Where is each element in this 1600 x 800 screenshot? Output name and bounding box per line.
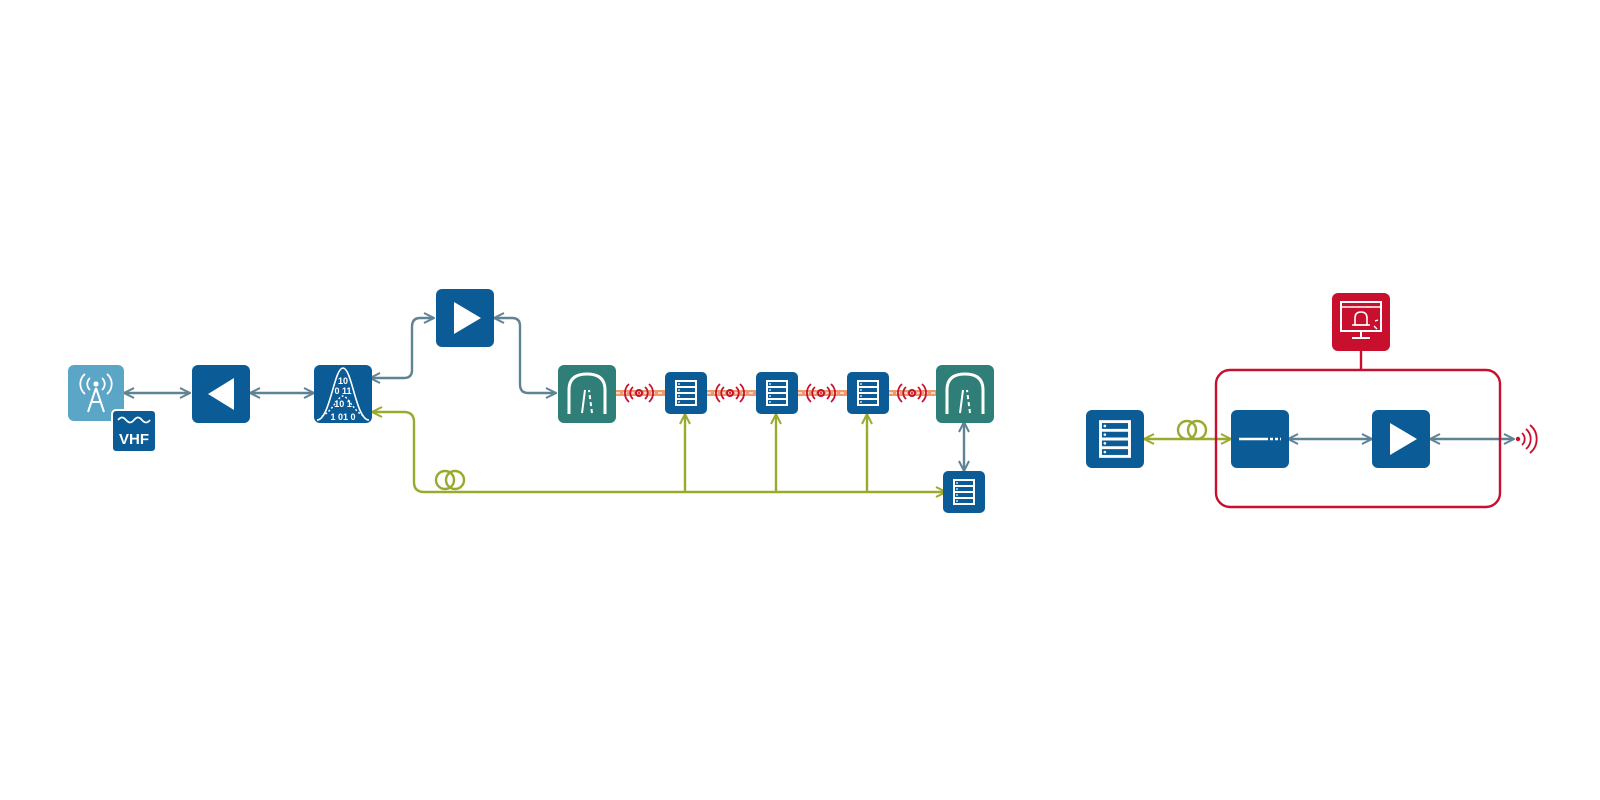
binary-digits-3: 10 1 bbox=[334, 399, 352, 409]
forward-amplifier[interactable] bbox=[436, 289, 494, 347]
link-forward-amp-to-tunnel bbox=[494, 318, 556, 393]
binary-digits-4: 1 01 0 bbox=[330, 412, 355, 422]
connection-lines-left bbox=[124, 318, 964, 471]
play-left-icon bbox=[208, 378, 234, 410]
binary-signal-icon: 10 0 11 10 1 1 01 0 bbox=[316, 367, 370, 422]
vhf-antenna-node[interactable]: VHF bbox=[68, 365, 157, 453]
tunnel-repeater-1[interactable] bbox=[665, 372, 707, 414]
monitored-enclosure bbox=[1214, 368, 1502, 509]
wireless-signal-icon[interactable] bbox=[1515, 424, 1538, 454]
binary-digits-2: 0 11 bbox=[334, 386, 351, 396]
tunnel-repeater-3[interactable] bbox=[847, 372, 889, 414]
tunnel-repeater-2[interactable] bbox=[756, 372, 798, 414]
fiber-lines-left bbox=[372, 412, 946, 492]
play-right-icon bbox=[1390, 423, 1417, 455]
tunnel-exit[interactable] bbox=[936, 365, 994, 423]
play-right-icon bbox=[454, 302, 481, 334]
fiber-coil-icon bbox=[1176, 419, 1208, 441]
vhf-badge: VHF bbox=[111, 409, 157, 453]
wave-icon bbox=[117, 416, 151, 424]
output-amplifier[interactable] bbox=[1372, 410, 1430, 468]
fiber-transceiver[interactable] bbox=[1231, 410, 1289, 468]
link-converter-to-forward-amp bbox=[370, 318, 434, 378]
end-repeater[interactable] bbox=[943, 471, 985, 513]
reverse-amplifier[interactable] bbox=[192, 365, 250, 423]
fiber-trunk bbox=[372, 412, 946, 492]
radio-tower-icon bbox=[79, 373, 113, 413]
monitoring-screen[interactable] bbox=[1332, 293, 1390, 351]
alarm-monitor-icon bbox=[1340, 301, 1382, 339]
head-end-rack[interactable] bbox=[1086, 410, 1144, 468]
binary-digits-1: 10 bbox=[338, 376, 348, 386]
vhf-badge-label: VHF bbox=[119, 431, 149, 448]
tunnel-entrance[interactable] bbox=[558, 365, 616, 423]
connection-lines-right bbox=[1144, 351, 1514, 439]
digital-converter[interactable]: 10 0 11 10 1 1 01 0 bbox=[314, 365, 372, 423]
fiber-coil-icon bbox=[434, 469, 466, 491]
